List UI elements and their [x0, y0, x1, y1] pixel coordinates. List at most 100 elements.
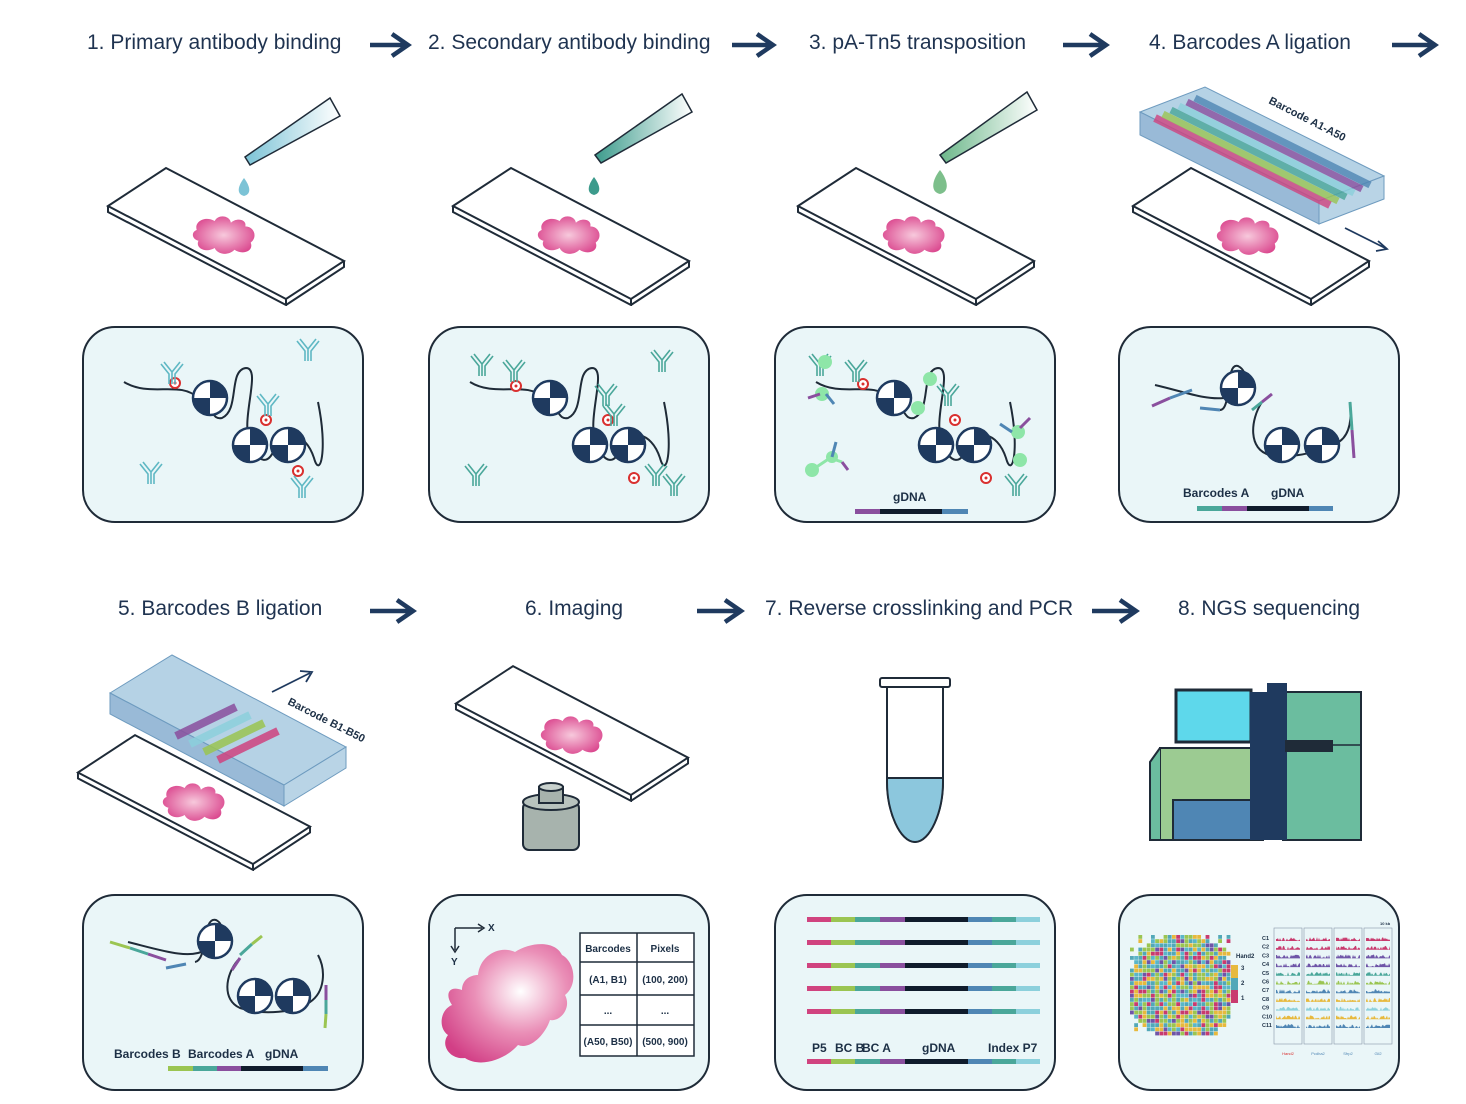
- heatmap-cell: [1176, 947, 1180, 952]
- step-title-2: 2. Secondary antibody binding: [428, 31, 711, 54]
- heatmap-cell: [1214, 1023, 1218, 1027]
- read-segment: [992, 917, 1016, 922]
- heatmap-cell: [1130, 956, 1134, 960]
- heatmap-cell: [1226, 964, 1231, 969]
- heatmap-cell: [1226, 998, 1231, 1002]
- heatmap-cell: [1142, 1006, 1147, 1011]
- heatmap-cell: [1209, 1023, 1214, 1027]
- heatmap-cell: [1151, 989, 1155, 994]
- heatmap-cell: [1184, 985, 1189, 990]
- heatmap-cell: [1159, 943, 1164, 948]
- coverage-track: [1306, 998, 1330, 1002]
- heatmap-cell: [1184, 935, 1189, 939]
- read-segment: [905, 1059, 968, 1064]
- heatmap-cell: [1218, 935, 1222, 939]
- spatial-heatmap: [1130, 935, 1231, 1036]
- heatmap-cell: [1218, 998, 1222, 1002]
- heatmap-cell: [1222, 972, 1227, 977]
- heatmap-cell: [1218, 1014, 1222, 1019]
- coverage-track: [1276, 972, 1300, 976]
- heatmap-cell: [1155, 1014, 1159, 1019]
- heatmap-cell: [1193, 935, 1197, 939]
- heatmap-cell: [1130, 972, 1134, 977]
- heatmap-cell: [1197, 939, 1201, 943]
- step-title-1: 1. Primary antibody binding: [87, 31, 342, 54]
- heatmap-cell: [1205, 964, 1210, 969]
- heatmap-cell: [1163, 1027, 1168, 1032]
- heatmap-cell: [1214, 1014, 1218, 1019]
- heatmap-cell: [1209, 947, 1214, 952]
- heatmap-cell: [1184, 939, 1189, 943]
- heatmap-cell: [1151, 972, 1155, 977]
- coverage-track: [1366, 963, 1390, 968]
- heatmap-cell: [1142, 960, 1147, 964]
- heatmap-cell: [1172, 968, 1176, 973]
- cluster-label: C4: [1262, 962, 1270, 968]
- slide-3: [797, 167, 1035, 306]
- heatmap-cell: [1180, 1006, 1185, 1011]
- pipette-1: [238, 96, 342, 196]
- heatmap-cell: [1172, 951, 1176, 956]
- heatmap-cell: [1184, 993, 1189, 998]
- heatmap-cell: [1155, 998, 1159, 1002]
- heatmap-cell: [1176, 935, 1180, 939]
- step-title-7: 7. Reverse crosslinking and PCR: [765, 597, 1074, 620]
- track-frame: [1273, 927, 1303, 1045]
- heatmap-cell: [1222, 989, 1227, 994]
- cluster-label: C2: [1262, 945, 1269, 951]
- heatmap-cell: [1163, 972, 1168, 977]
- heatmap-cell: [1205, 985, 1210, 990]
- heatmap-cell: [1218, 951, 1222, 956]
- heatmap-cell: [1134, 956, 1138, 960]
- heatmap-cell: [1151, 1019, 1155, 1023]
- heatmap-cell: [1201, 989, 1206, 994]
- heatmap-cell: [1159, 993, 1164, 998]
- heatmap-cell: [1130, 981, 1134, 985]
- heatmap-cell: [1209, 960, 1214, 964]
- heatmap-cell: [1193, 998, 1197, 1002]
- heatmap-cell: [1138, 989, 1143, 994]
- heatmap-cell: [1163, 960, 1168, 964]
- heatmap-cell: [1205, 951, 1210, 956]
- heatmap-cell: [1155, 1010, 1159, 1015]
- heatmap-cell: [1184, 1027, 1189, 1032]
- heatmap-cell: [1184, 1031, 1189, 1036]
- heatmap-cell: [1176, 943, 1180, 948]
- heatmap-cell: [1138, 977, 1143, 981]
- heatmap-cell: [1172, 977, 1176, 981]
- heatmap-cell: [1134, 968, 1138, 973]
- heatmap-cell: [1184, 998, 1189, 1002]
- heatmap-cell: [1151, 951, 1155, 956]
- heatmap-cell: [1205, 1014, 1210, 1019]
- heatmap-cell: [1155, 1027, 1159, 1032]
- heatmap-cell: [1138, 951, 1143, 956]
- sequencer: [1149, 683, 1362, 841]
- heatmap-cell: [1222, 956, 1227, 960]
- heatmap-cell: [1222, 993, 1227, 998]
- heatmap-cell: [1201, 956, 1206, 960]
- read-segment: [807, 917, 831, 922]
- heatmap-cell: [1159, 1023, 1164, 1027]
- index-p7-label: Index P7: [988, 1041, 1038, 1055]
- heatmap-cell: [1138, 960, 1143, 964]
- heatmap-cell: [1138, 981, 1143, 985]
- coverage-track: [1366, 998, 1390, 1002]
- heatmap-cell: [1214, 951, 1218, 956]
- table-cell: (500, 900): [642, 1037, 688, 1048]
- heatmap-cell: [1151, 1027, 1155, 1032]
- heatmap-cell: [1184, 968, 1189, 973]
- gene-label: Gli2: [1374, 1051, 1382, 1056]
- heatmap-cell: [1142, 1023, 1147, 1027]
- heatmap-cell: [1214, 1019, 1218, 1023]
- heatmap-cell: [1197, 956, 1201, 960]
- heatmap-cell: [1155, 960, 1159, 964]
- heatmap-cell: [1197, 960, 1201, 964]
- heatmap-cell: [1222, 1010, 1227, 1015]
- heatmap-cell: [1172, 981, 1176, 985]
- heatmap-cell: [1209, 964, 1214, 969]
- heatmap-cell: [1172, 964, 1176, 969]
- heatmap-cell: [1151, 981, 1155, 985]
- heatmap-cell: [1130, 947, 1134, 952]
- heatmap-cell: [1218, 989, 1222, 994]
